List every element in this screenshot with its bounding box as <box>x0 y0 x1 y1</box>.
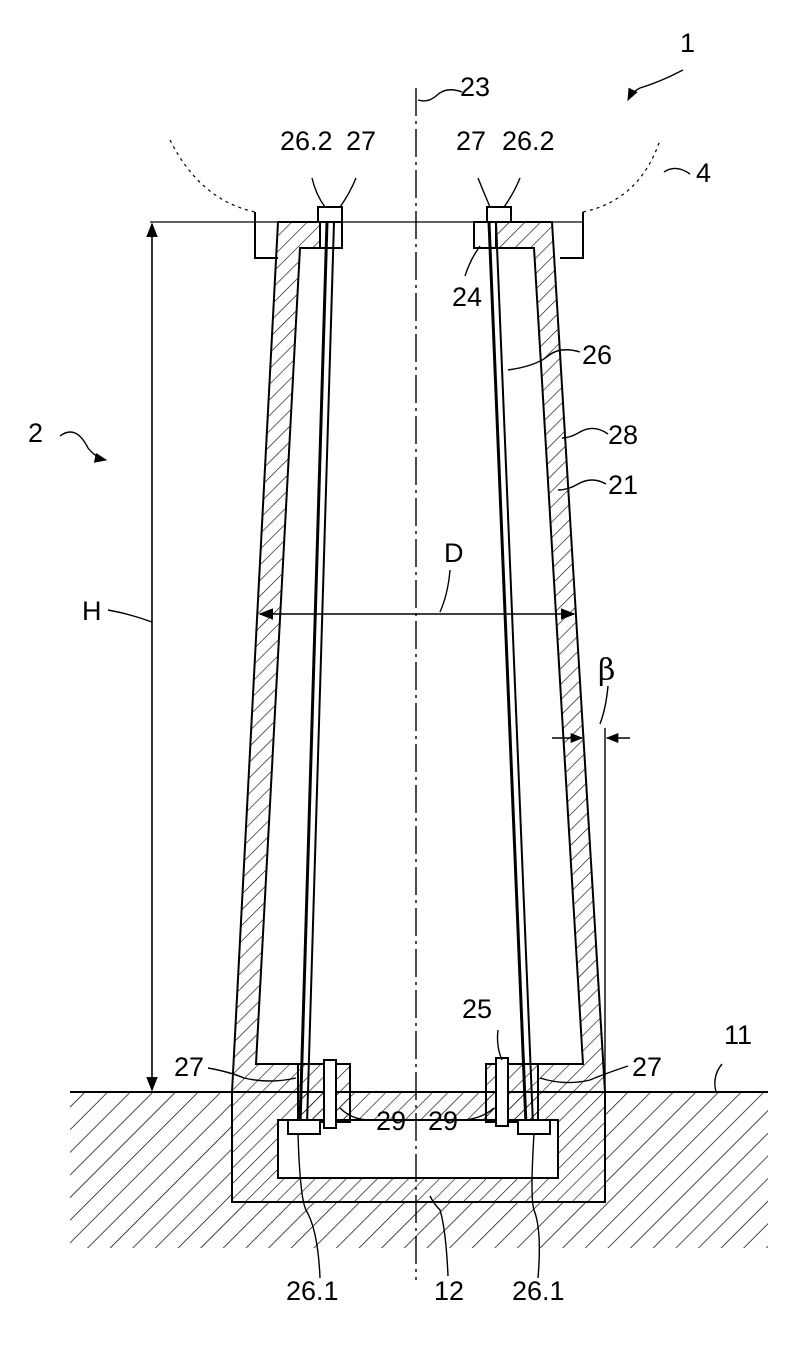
label-27-top-right: 27 <box>456 126 486 156</box>
label-26-1-right: 26.1 <box>512 1276 565 1306</box>
label-h: H <box>82 596 102 626</box>
label-11: 11 <box>724 1020 752 1050</box>
label-26: 26 <box>582 340 612 370</box>
label-29-right: 29 <box>428 1106 458 1136</box>
label-29-left: 29 <box>376 1106 406 1136</box>
label-27-bottom-left: 27 <box>174 1052 204 1082</box>
leader-lines <box>59 69 723 1279</box>
angle-beta <box>552 728 630 1092</box>
label-21: 21 <box>608 470 638 500</box>
label-23: 23 <box>460 72 490 102</box>
label-d: D <box>444 538 464 568</box>
nacelle-outline <box>150 139 661 259</box>
label-25: 25 <box>462 994 492 1024</box>
label-26-2-right: 26.2 <box>502 126 555 156</box>
tendons <box>287 206 551 1135</box>
tower-wall <box>230 221 607 1123</box>
label-28: 28 <box>608 420 638 450</box>
label-27-bottom-right: 27 <box>632 1052 662 1082</box>
label-2: 2 <box>28 418 43 448</box>
label-24: 24 <box>452 282 482 312</box>
label-12: 12 <box>434 1276 464 1306</box>
label-1: 1 <box>680 28 695 58</box>
foundation <box>231 1091 606 1203</box>
label-4: 4 <box>696 158 711 188</box>
label-26-2-left: 26.2 <box>280 126 333 156</box>
label-27-top-left: 27 <box>346 126 376 156</box>
label-26-1-left: 26.1 <box>286 1276 339 1306</box>
label-beta: β <box>598 653 615 688</box>
